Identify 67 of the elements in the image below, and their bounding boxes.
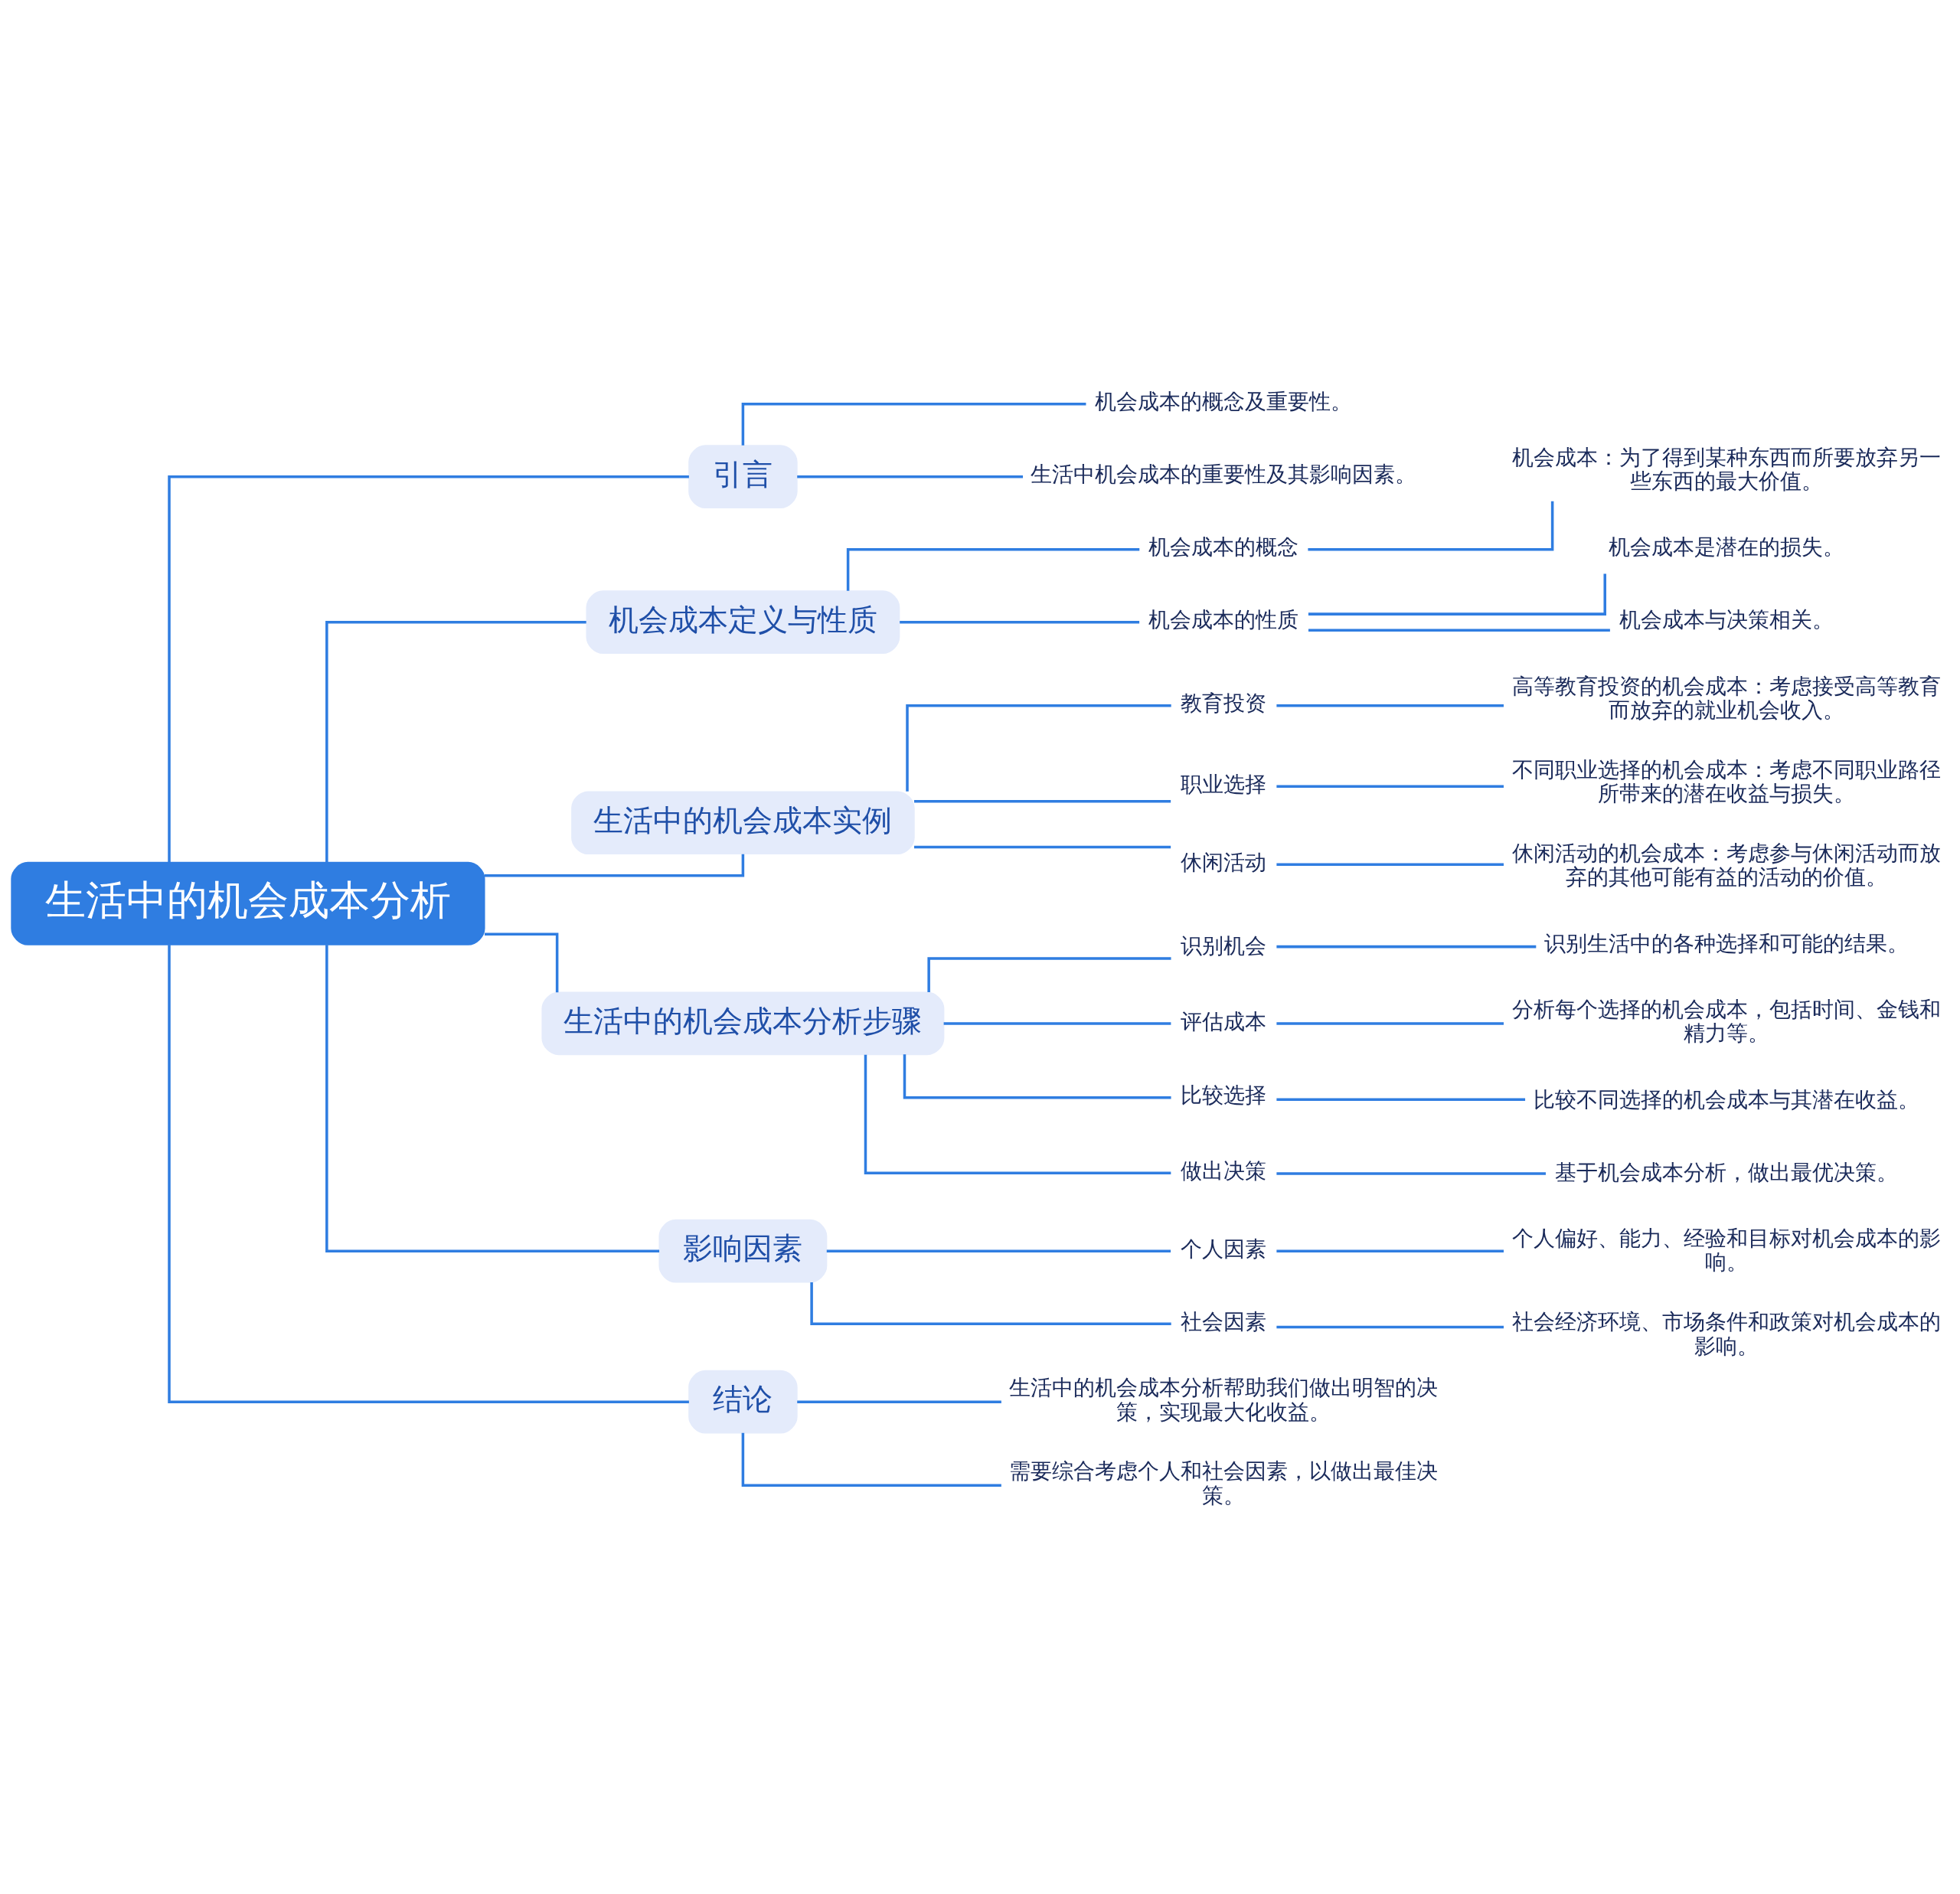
node-text: 比较不同选择的机会成本与其潜在收益。: [1533, 1086, 1919, 1112]
connector: [1308, 628, 1610, 632]
connector: [1276, 785, 1504, 788]
node-text: 个人偏好、能力、经验和目标对机会成本的影响。: [1511, 1225, 1941, 1275]
node-text: 休闲活动的机会成本：考虑参与休闲活动而放弃的其他可能有益的活动的价值。: [1511, 840, 1941, 890]
connector: [797, 1399, 1001, 1403]
connector: [1276, 1098, 1526, 1101]
connector: [741, 402, 1086, 446]
node-text: 机会成本的概念: [1148, 534, 1299, 560]
connector: [325, 620, 586, 862]
node-text: 评估成本: [1181, 1008, 1267, 1034]
connector: [325, 944, 660, 1252]
node-text: 职业选择: [1181, 771, 1267, 797]
node-text: 休闲活动: [1181, 849, 1267, 875]
connector: [1308, 501, 1554, 550]
node-box: 结论: [688, 1370, 798, 1434]
connector: [1276, 945, 1537, 948]
node-text: 比较选择: [1181, 1082, 1267, 1108]
node-text: 识别机会: [1181, 932, 1267, 958]
node-text: 生活中机会成本的重要性及其影响因素。: [1031, 461, 1417, 487]
node-text: 教育投资: [1181, 690, 1267, 716]
connector: [1276, 1021, 1504, 1025]
connector: [826, 1249, 1171, 1252]
node-box: 影响因素: [658, 1219, 828, 1283]
connector: [906, 704, 1171, 792]
connector: [900, 620, 1140, 623]
node-text: 社会因素: [1181, 1308, 1267, 1334]
connector: [168, 944, 689, 1403]
connector: [810, 1282, 1171, 1325]
connector: [903, 1053, 1171, 1099]
node-text: 机会成本：为了得到某种东西而所要放弃另一些东西的最大价值。: [1511, 444, 1941, 494]
connector: [1276, 863, 1504, 866]
connector: [1308, 573, 1606, 616]
node-text: 机会成本是潜在的损失。: [1608, 534, 1844, 560]
node-text: 机会成本的概念及重要性。: [1095, 388, 1353, 414]
node-text: 基于机会成本分析，做出最优决策。: [1554, 1159, 1898, 1185]
node-text: 机会成本与决策相关。: [1619, 606, 1834, 632]
node-text: 识别生活中的各种选择和可能的结果。: [1544, 930, 1909, 956]
node-text: 个人因素: [1181, 1236, 1267, 1262]
connector: [1276, 704, 1504, 707]
node-box: 生活中的机会成本分析步骤: [541, 991, 945, 1055]
connector: [1276, 1171, 1546, 1175]
connector: [846, 547, 1140, 591]
node-text: 机会成本的性质: [1148, 606, 1299, 632]
connector: [914, 845, 1171, 848]
connector: [943, 1021, 1171, 1025]
node-box: 生活中的机会成本实例: [571, 790, 915, 854]
node-box: 引言: [688, 444, 798, 508]
connector: [1276, 1249, 1504, 1252]
node-text: 需要综合考虑个人和社会因素，以做出最佳决策。: [1009, 1458, 1439, 1508]
connector: [927, 956, 1171, 992]
connector: [485, 932, 559, 992]
node-text: 分析每个选择的机会成本，包括时间、金钱和精力等。: [1511, 996, 1941, 1046]
connector: [168, 475, 689, 862]
node-text: 社会经济环境、市场条件和政策对机会成本的影响。: [1511, 1308, 1941, 1359]
connector: [484, 854, 745, 877]
connector: [1276, 1325, 1504, 1328]
node-text: 做出决策: [1181, 1158, 1267, 1184]
node-text: 不同职业选择的机会成本：考虑不同职业路径所带来的潜在收益与损失。: [1511, 756, 1941, 806]
connector: [914, 799, 1171, 802]
node-text: 生活中的机会成本分析帮助我们做出明智的决策，实现最大化收益。: [1009, 1374, 1439, 1425]
connector: [797, 475, 1024, 478]
connector: [741, 1432, 1001, 1487]
node-text: 高等教育投资的机会成本：考虑接受高等教育而放弃的就业机会收入。: [1511, 673, 1941, 723]
node-box: 机会成本定义与性质: [586, 589, 900, 654]
node-box: 生活中的机会成本分析: [11, 861, 485, 945]
connector: [864, 1054, 1171, 1174]
